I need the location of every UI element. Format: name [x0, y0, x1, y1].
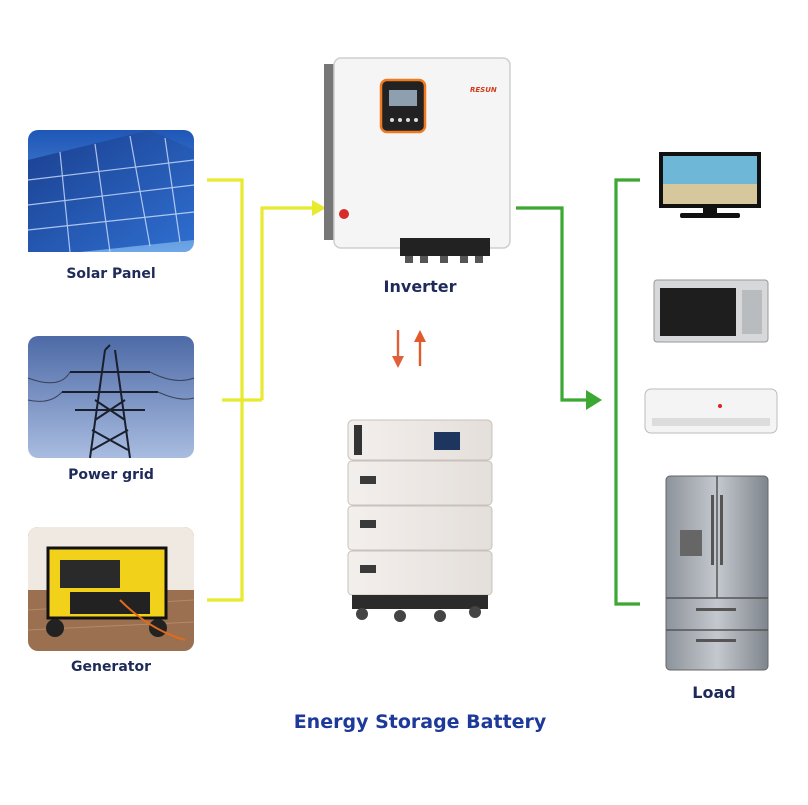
solar-panel-icon: [27, 130, 195, 253]
tv-icon: [659, 152, 761, 218]
battery-stack-icon: [347, 419, 493, 622]
inverter-brand-logo: RESUN: [470, 86, 497, 94]
inverter-icon: [324, 57, 511, 263]
power-tower-icon: [27, 336, 195, 459]
arrow-to-load: [586, 390, 602, 410]
inverter-label: Inverter: [383, 277, 457, 296]
source-connector-lines: [207, 178, 312, 602]
power-grid-label: Power grid: [68, 467, 154, 483]
air-conditioner-icon: [644, 388, 778, 434]
generator-label: Generator: [70, 659, 151, 675]
microwave-icon: [653, 279, 769, 343]
arrow-to-inverter: [312, 200, 326, 216]
battery-label: Energy Storage Battery: [293, 711, 547, 733]
load-connector-lines: [516, 178, 640, 606]
refrigerator-icon: [665, 475, 769, 671]
load-label: Load: [692, 683, 736, 702]
generator-icon: [27, 527, 195, 651]
solar-panel-label: Solar Panel: [66, 266, 156, 282]
battery-charge-discharge-arrows: [392, 330, 426, 368]
